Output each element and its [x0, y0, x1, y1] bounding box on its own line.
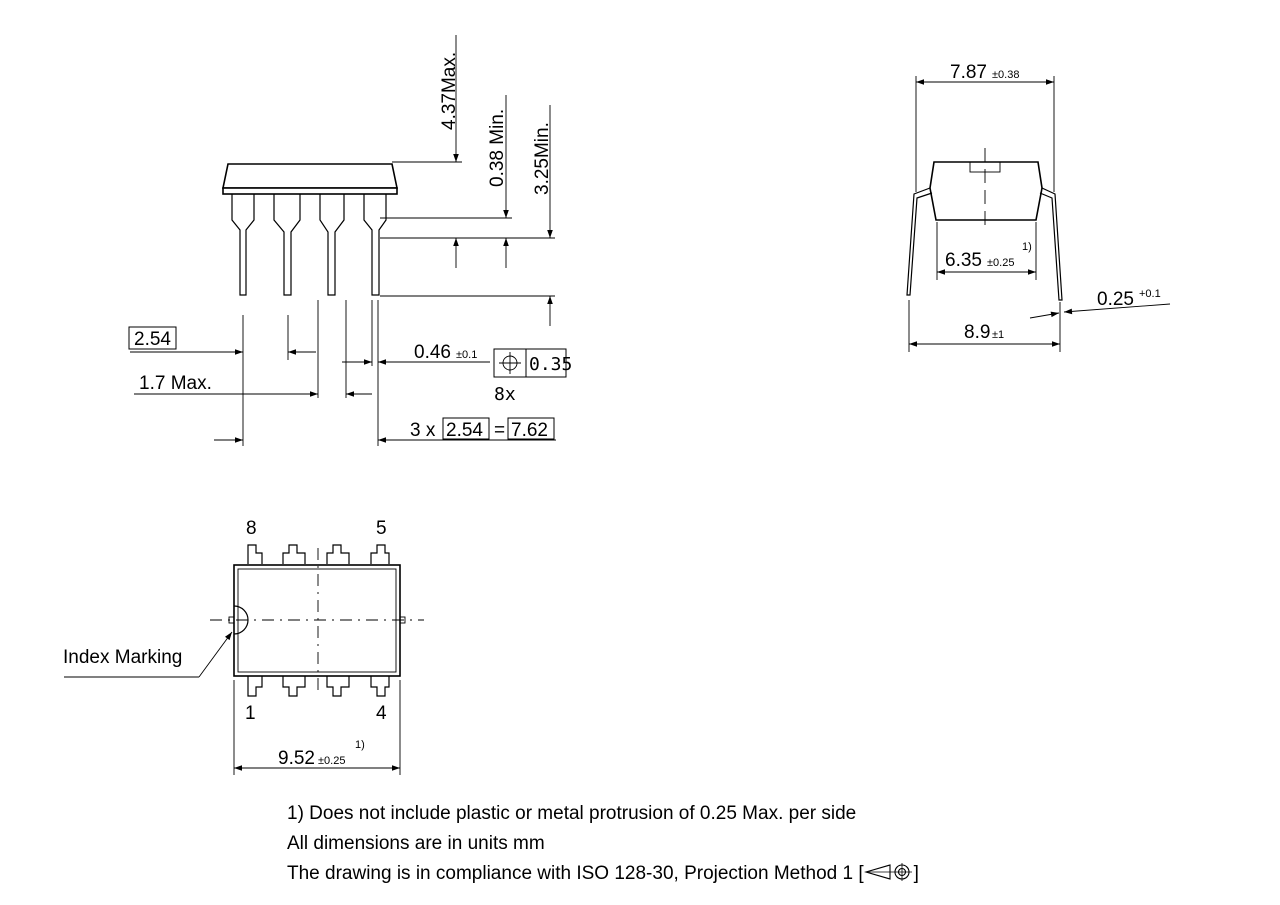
dim-length-note: 1) — [355, 739, 365, 751]
span-total: 7.62 — [511, 420, 548, 441]
end-body-outline — [929, 161, 1043, 221]
end-lead-left — [906, 187, 933, 296]
note-projection: The drawing is in compliance with ISO 12… — [287, 862, 919, 886]
note-protrusion: 1) Does not include plastic or metal pro… — [287, 803, 857, 824]
dim-lead-width: 0.46 — [414, 342, 451, 363]
span-total-box — [507, 417, 555, 440]
first-angle-projection-icon — [863, 863, 912, 881]
side-body-base — [222, 187, 398, 195]
index-marking-label: Index Marking — [63, 647, 182, 668]
note-projection-close: ] — [913, 863, 919, 884]
end-view: 7.87 ±0.38 6.35 ±0.25 1) 0.25 +0.1 8.9 ±… — [906, 62, 1171, 352]
pin-8-label: 8 — [246, 518, 257, 539]
top-pins-lower — [247, 676, 390, 697]
dim-lead-thickness-tol: +0.1 — [1139, 288, 1161, 300]
dim-lead-spread: 8.9 — [964, 322, 990, 343]
dim-body-width: 6.35 — [945, 250, 982, 271]
top-body-outer — [233, 564, 401, 677]
dim-lead-thickness: 0.25 — [1097, 289, 1134, 310]
side-leads — [231, 194, 387, 296]
position-count: 8x — [494, 384, 516, 405]
position-tol-value: 0.35 — [529, 354, 572, 375]
dim-lead-length: 3.25Min. — [532, 122, 553, 195]
span-prefix: 3 x — [410, 420, 436, 441]
top-view: 8 5 1 4 Index Marking 9.52 ±0.25 1) — [63, 518, 424, 775]
dim-body-width-tol: ±0.25 — [987, 257, 1014, 269]
span-equals: = — [494, 420, 505, 441]
dim-pitch: 2.54 — [134, 329, 171, 350]
end-lead-right — [1039, 187, 1063, 301]
dim-height-max: 4.37Max. — [439, 52, 460, 130]
dim-length: 9.52 — [278, 748, 315, 769]
side-body-outline — [222, 163, 398, 189]
pitch-basic-box — [128, 326, 177, 350]
dim-lead-width-tol: ±0.1 — [456, 349, 477, 361]
span-pitch-box — [442, 417, 490, 440]
top-pins-upper — [247, 544, 390, 564]
dim-width-tol: ±0.38 — [992, 69, 1019, 81]
pin-5-label: 5 — [376, 518, 387, 539]
position-tolerance-frame: 0.35 — [493, 348, 572, 378]
note-units: All dimensions are in units mm — [287, 833, 545, 854]
span-pitch: 2.54 — [446, 420, 483, 441]
dim-standoff: 0.38 Min. — [487, 109, 508, 187]
top-body-inner — [237, 568, 397, 673]
pin-1-label: 1 — [245, 703, 256, 724]
dim-length-tol: ±0.25 — [318, 755, 345, 767]
dim-width: 7.87 — [950, 62, 987, 83]
top-extension-lines — [233, 680, 401, 775]
pin-4-label: 4 — [376, 703, 387, 724]
dim-body-width-note: 1) — [1022, 241, 1032, 253]
note-projection-text: The drawing is in compliance with ISO 12… — [287, 863, 864, 884]
side-view: 4.37Max. 0.38 Min. 3.25Min. 2.54 1.7 Max… — [128, 35, 572, 446]
dim-lead-spread-tol: ±1 — [992, 329, 1004, 341]
side-extension-lines — [242, 161, 555, 446]
dim-shoulder-max: 1.7 Max. — [139, 373, 212, 394]
